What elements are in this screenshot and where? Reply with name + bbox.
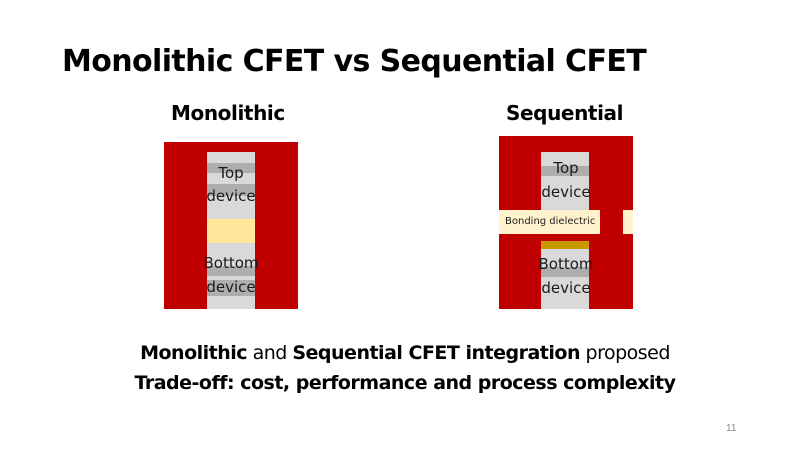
top-channel-stripe (541, 166, 589, 176)
sequential-diagram: Top device Bonding dielectric Bottom dev… (499, 136, 633, 309)
summary-bold-monolithic: Monolithic (140, 342, 248, 364)
bottom-channel-stripe-2 (207, 280, 255, 296)
summary-line-2: Trade-off: cost, performance and process… (134, 372, 676, 394)
bonding-dielectric-left (499, 210, 600, 234)
page-number: 11 (726, 423, 737, 434)
bonding-dielectric-right (623, 210, 633, 234)
bonding-dielectric-label: Bonding dielectric (505, 216, 596, 227)
top-device-label-line2: device (206, 187, 256, 205)
monolithic-heading: Monolithic (171, 101, 285, 125)
summary-proposed: proposed (579, 342, 671, 364)
summary-line-1: Monolithic and Sequential CFET integrati… (0, 342, 800, 364)
summary-and: and (247, 342, 293, 364)
bottom-channel-stripe-1 (207, 266, 255, 276)
bottom-device-label-line1: Bottom (203, 254, 259, 272)
bottom-device-label-line1: Bottom (538, 255, 594, 273)
top-device-label-line1: Top (218, 164, 244, 182)
isolation-layer (207, 219, 255, 243)
top-device-label-line2: device (541, 183, 591, 201)
slide-title: Monolithic CFET vs Sequential CFET (62, 44, 647, 79)
bottom-channel-stripe (541, 267, 589, 277)
top-channel-stack (541, 152, 589, 210)
bottom-device-label-line2: device (541, 279, 591, 297)
bottom-channel-stack (541, 249, 589, 309)
top-device-label-line1: Top (553, 159, 579, 177)
top-channel-stripe-1 (207, 163, 255, 173)
summary-bold-sequential: Sequential CFET integration (292, 342, 580, 364)
gold-layer (541, 241, 589, 249)
top-channel-stripe-2 (207, 184, 255, 196)
monolithic-diagram: Top device Bottom device (164, 142, 298, 309)
bottom-device-label-line2: device (206, 278, 256, 296)
sequential-heading: Sequential (506, 101, 624, 125)
